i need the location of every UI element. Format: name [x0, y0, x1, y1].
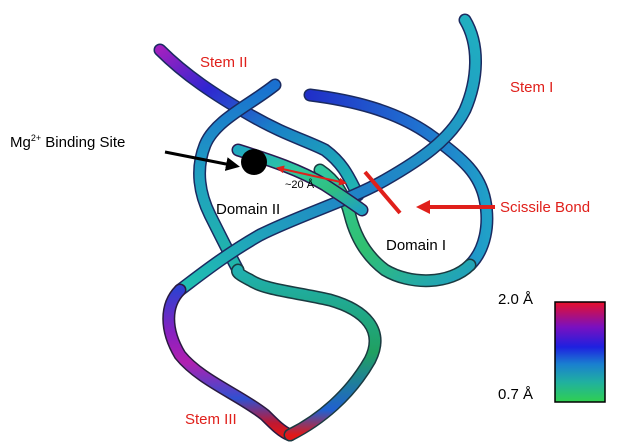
mg-symbol: Mg [10, 134, 31, 151]
scale-min-label: 0.7 Å [498, 386, 534, 403]
rna-backbone [153, 13, 494, 442]
label-domain-ii: Domain II [216, 201, 281, 218]
mg-charge: 2+ [30, 133, 42, 143]
label-stem-ii: Stem II [200, 54, 248, 71]
label-scissile-bond: Scissile Bond [500, 199, 591, 216]
label-stem-iii: Stem III [185, 411, 237, 428]
label-stem-i: Stem I [510, 79, 554, 96]
mg-site-arrow [164, 150, 240, 171]
label-mg-binding-site: Mg2+ Binding Site [10, 133, 126, 151]
mg-binding-site-sphere [241, 149, 267, 175]
color-scale-bar [554, 301, 606, 403]
mg-site-text: Binding Site [41, 134, 126, 151]
label-distance: ~20 Å [285, 179, 315, 191]
distance-arrow [276, 165, 347, 186]
label-domain-i: Domain I [386, 237, 447, 254]
scale-max-label: 2.0 Å [498, 291, 534, 308]
scissile-bond-marker [363, 170, 402, 215]
